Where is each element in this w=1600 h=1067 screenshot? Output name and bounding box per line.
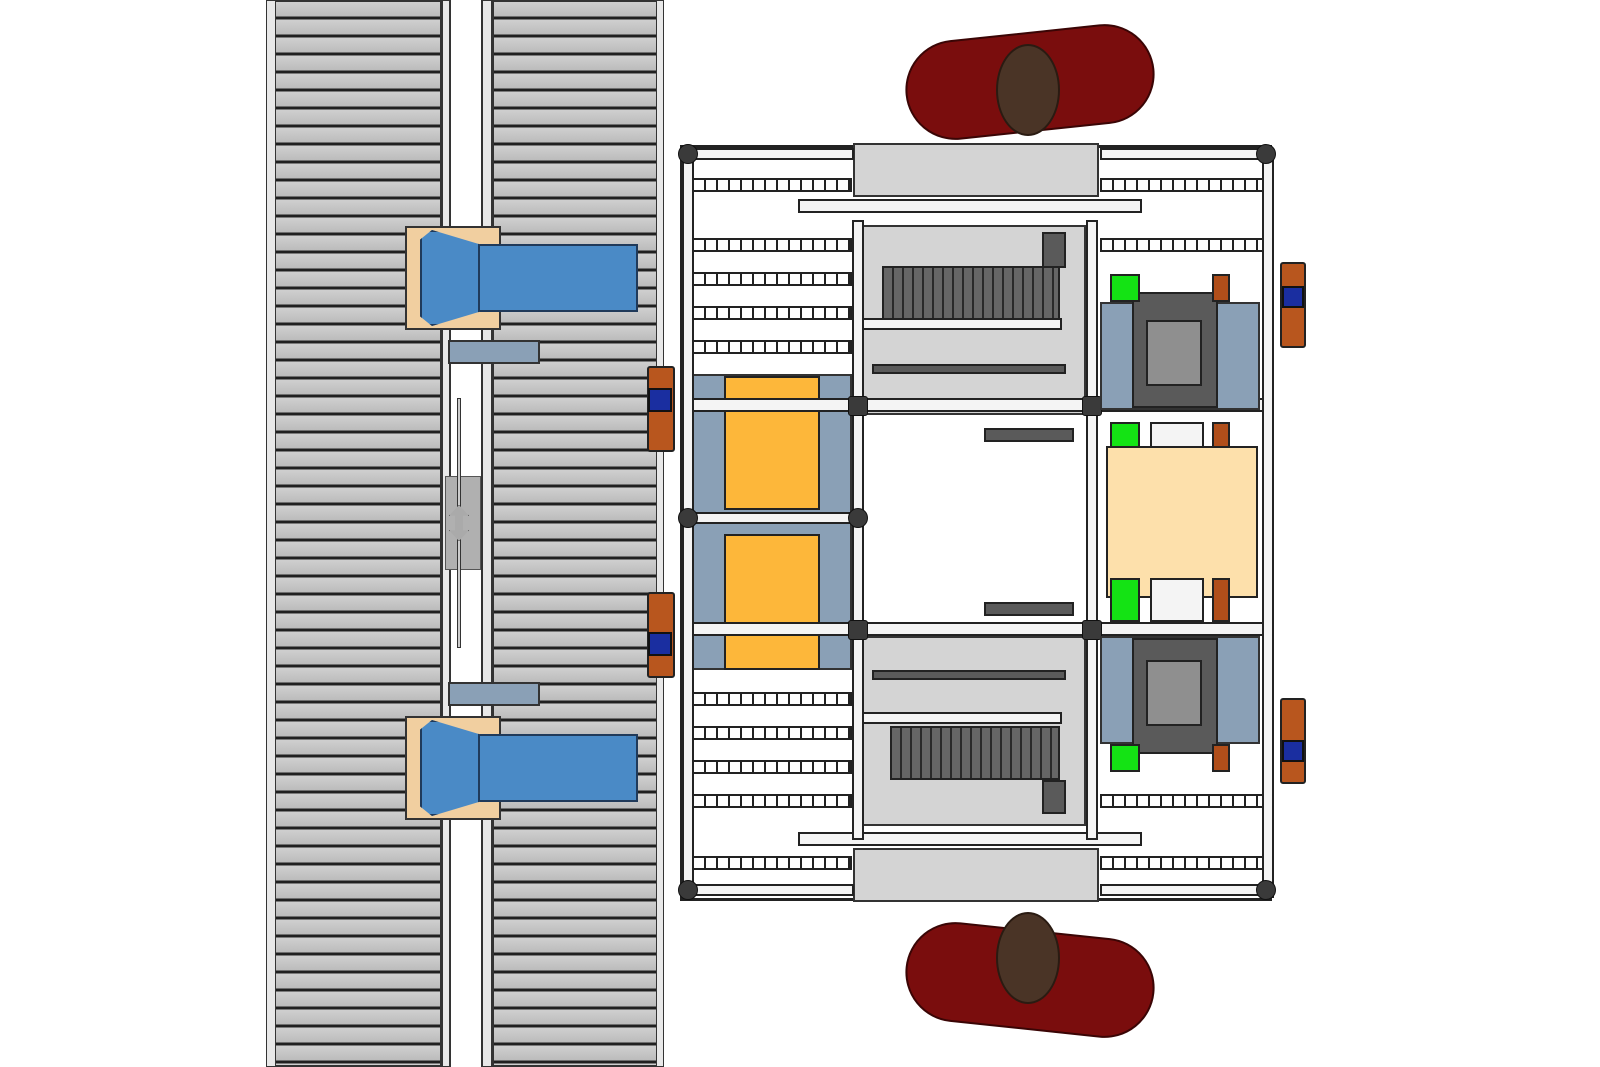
rust-bin-3 — [1212, 578, 1230, 622]
joint — [1082, 620, 1102, 640]
pipe-h-top-r — [1100, 148, 1268, 160]
monitor-bar-bottom — [872, 670, 1066, 680]
pipe-h-3 — [684, 622, 1268, 636]
shelf-bot-r1 — [1100, 794, 1264, 808]
monitor-bar-top — [872, 364, 1066, 374]
rust-bin-4 — [1212, 744, 1230, 772]
joint — [848, 620, 868, 640]
motor-right-lower — [1282, 740, 1304, 762]
top-workstation-bench — [853, 143, 1099, 197]
parts-box-upper — [724, 376, 820, 510]
right-conveyor-rail — [656, 0, 664, 1067]
keyboard-top — [882, 266, 1060, 320]
green-bin-4 — [1110, 744, 1140, 772]
scanner-top — [1042, 232, 1066, 268]
left-conveyor — [266, 0, 442, 1067]
shelf-bot-3 — [692, 760, 852, 774]
center-open-area — [866, 424, 1086, 614]
shelf-top-3 — [692, 272, 852, 286]
green-bin-3 — [1110, 578, 1140, 622]
upper-tote-flap — [420, 230, 480, 326]
pipe-v-2 — [852, 220, 864, 840]
shelf-top-1 — [692, 178, 852, 192]
joint — [1082, 396, 1102, 416]
shelf-bot-1 — [692, 692, 852, 706]
right-conveyor — [492, 0, 658, 1067]
rust-bin-1 — [1212, 274, 1230, 302]
top-operator-head — [996, 44, 1060, 136]
bottom-workstation-bench — [853, 848, 1099, 902]
pipe-v-3 — [1086, 220, 1098, 840]
pipe-h-bot — [684, 884, 854, 896]
fixture-upper-core — [1146, 320, 1202, 386]
joint — [678, 508, 698, 528]
shelf-top-r1 — [1100, 178, 1264, 192]
white-bin-3 — [1150, 578, 1204, 622]
shelf-top-5 — [692, 340, 852, 354]
motor-left-lower — [648, 632, 672, 656]
parts-box-lower — [724, 534, 820, 670]
left-conveyor-rail — [266, 0, 276, 1067]
shelf-top-4 — [692, 306, 852, 320]
green-bin-1 — [1110, 274, 1140, 302]
bottom-workstation-rail — [798, 832, 1142, 846]
pipe-h-top — [684, 148, 854, 160]
joint — [848, 508, 868, 528]
shelf-bot-5 — [692, 856, 852, 870]
handle-bar-upper — [984, 428, 1074, 442]
keyboard-bottom — [890, 726, 1060, 780]
pipe-h-2 — [684, 512, 854, 524]
pipe-v-right — [1262, 148, 1274, 898]
shelf-bot-4 — [692, 794, 852, 808]
lower-tote-flap — [420, 720, 480, 816]
joint — [1256, 144, 1276, 164]
shelf-top-2 — [692, 238, 852, 252]
center-gap-rail-right — [482, 0, 492, 1067]
upper-slate-plate — [448, 340, 540, 364]
joint — [678, 144, 698, 164]
joint — [848, 396, 868, 416]
shelf-top-r2 — [1100, 238, 1264, 252]
joint — [1256, 880, 1276, 900]
motor-right-upper — [1282, 286, 1304, 308]
motor-left-upper — [648, 388, 672, 412]
pipe-h-wsa — [862, 318, 1062, 330]
top-workstation-rail — [798, 199, 1142, 213]
scanner-bottom — [1042, 780, 1066, 814]
shelf-bot-2 — [692, 726, 852, 740]
pipe-h-wsb — [862, 712, 1062, 724]
fixture-lower-core — [1146, 660, 1202, 726]
handle-bar-lower — [984, 602, 1074, 616]
shelf-bot-r2 — [1100, 856, 1264, 870]
work-surface — [1106, 446, 1258, 598]
bottom-operator-head — [996, 912, 1060, 1004]
pipe-h-bot-r — [1100, 884, 1268, 896]
joint — [678, 880, 698, 900]
lower-slate-plate — [448, 682, 540, 706]
